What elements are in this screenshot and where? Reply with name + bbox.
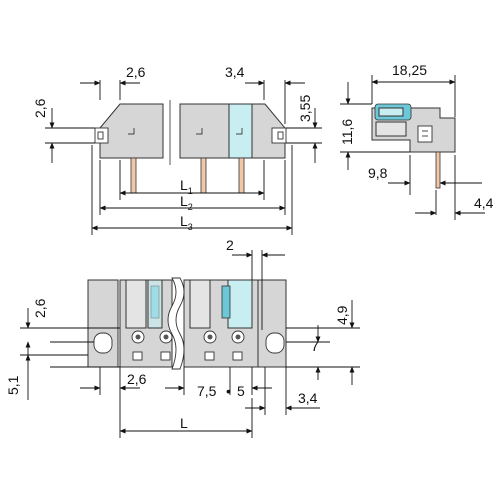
dim-front-pitch-sep: •: [226, 383, 231, 399]
dim-top-pitch-left: 2,6: [126, 64, 146, 80]
dim-front-right-height: 4,9: [334, 305, 350, 325]
side-view: 18,25 11,6 9,8 4,4: [339, 62, 494, 220]
dim-front-right-offset: 3,4: [298, 390, 318, 406]
dim-top-height-right: 3,55: [297, 95, 313, 122]
dim-front-top-offset: 2: [226, 237, 234, 253]
dim-front-right-height-2: 7: [311, 338, 319, 354]
dim-front-pitch-b: 5: [237, 383, 245, 399]
dim-side-width: 18,25: [392, 62, 427, 78]
dim-L2: L2: [180, 193, 193, 212]
dim-side-depth: 9,8: [368, 165, 388, 181]
dim-side-height: 11,6: [339, 119, 355, 145]
top-view: 2,6 3,4 2,6 3,55 L1 L2 L3: [32, 64, 322, 235]
dim-L3: L3: [180, 213, 193, 232]
dim-front-left-height: 2,6: [32, 298, 48, 318]
dim-front-length: L: [180, 415, 188, 431]
dim-top-pitch-right: 3,4: [225, 64, 245, 80]
dim-front-pitch-a: 7,5: [197, 383, 217, 399]
dim-L1: L1: [180, 177, 193, 196]
front-view: 2 2,6 5,1 4,9 7 2,6 7,5 •: [5, 237, 360, 438]
dim-front-pitch-bottom: 2,6: [127, 371, 147, 387]
dim-side-pin-offset: 4,4: [474, 195, 494, 211]
dim-front-bottom-left: 5,1: [5, 375, 21, 395]
dim-top-height-left: 2,6: [32, 98, 48, 118]
